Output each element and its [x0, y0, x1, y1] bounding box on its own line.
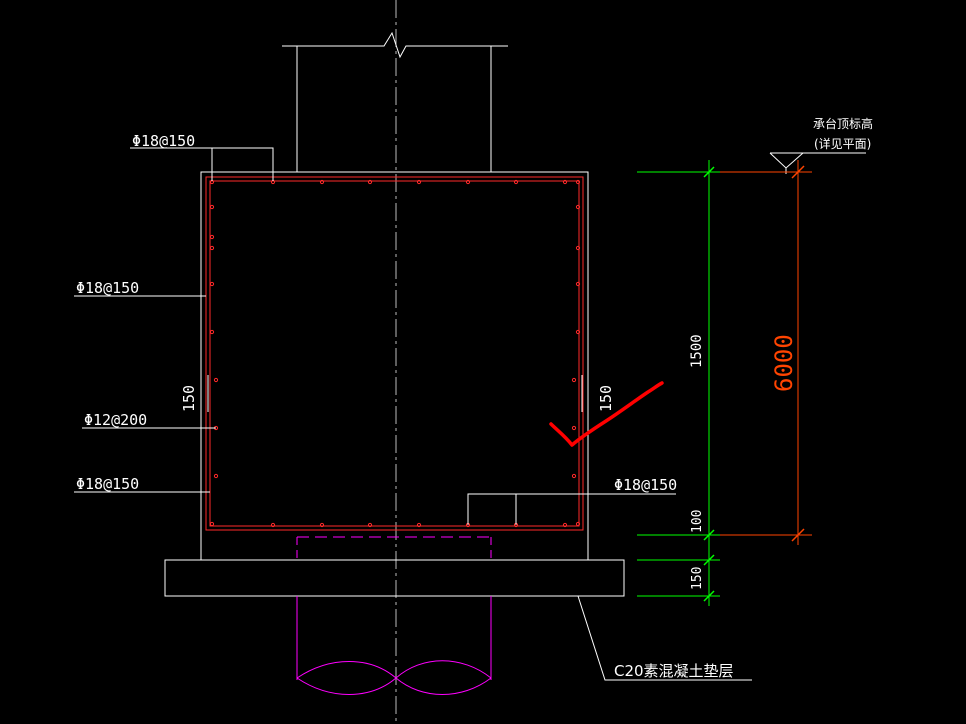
pad-note-label: C20素混凝土垫层 [614, 662, 734, 680]
dim-1500-label: 1500 [689, 334, 705, 368]
dimension-lines [637, 160, 720, 606]
pile-cap-outline [200, 171, 589, 560]
tie-rebar-label: Φ12@200 [84, 411, 147, 429]
dim-100-label: 100 [690, 510, 705, 533]
elevation-label-line2: (详见平面) [814, 136, 871, 151]
rebar-dots [209, 179, 581, 528]
bottom-right-rebar-label: Φ18@150 [614, 476, 677, 494]
top-rebar-label: Φ18@150 [132, 132, 195, 150]
side-bar-ticks [207, 375, 583, 412]
bottom-left-rebar-label: Φ18@150 [76, 475, 139, 493]
dimension-ticks [703, 166, 715, 602]
spacing-right-label: 150 [597, 385, 615, 412]
elevation-label-line1: 承台顶标高 [813, 116, 873, 131]
rebar-cage [205, 176, 584, 531]
dim-6000-label: 6000 [770, 334, 798, 392]
concrete-pad [164, 559, 625, 597]
dim-150-label: 150 [690, 567, 705, 590]
spacing-left-label: 150 [180, 385, 198, 412]
annotation-checkmark [549, 381, 664, 447]
left-side-rebar-label: Φ18@150 [76, 279, 139, 297]
leader-lines [74, 147, 866, 681]
column [282, 31, 508, 172]
overall-dimension [720, 160, 812, 545]
pile [296, 536, 492, 695]
